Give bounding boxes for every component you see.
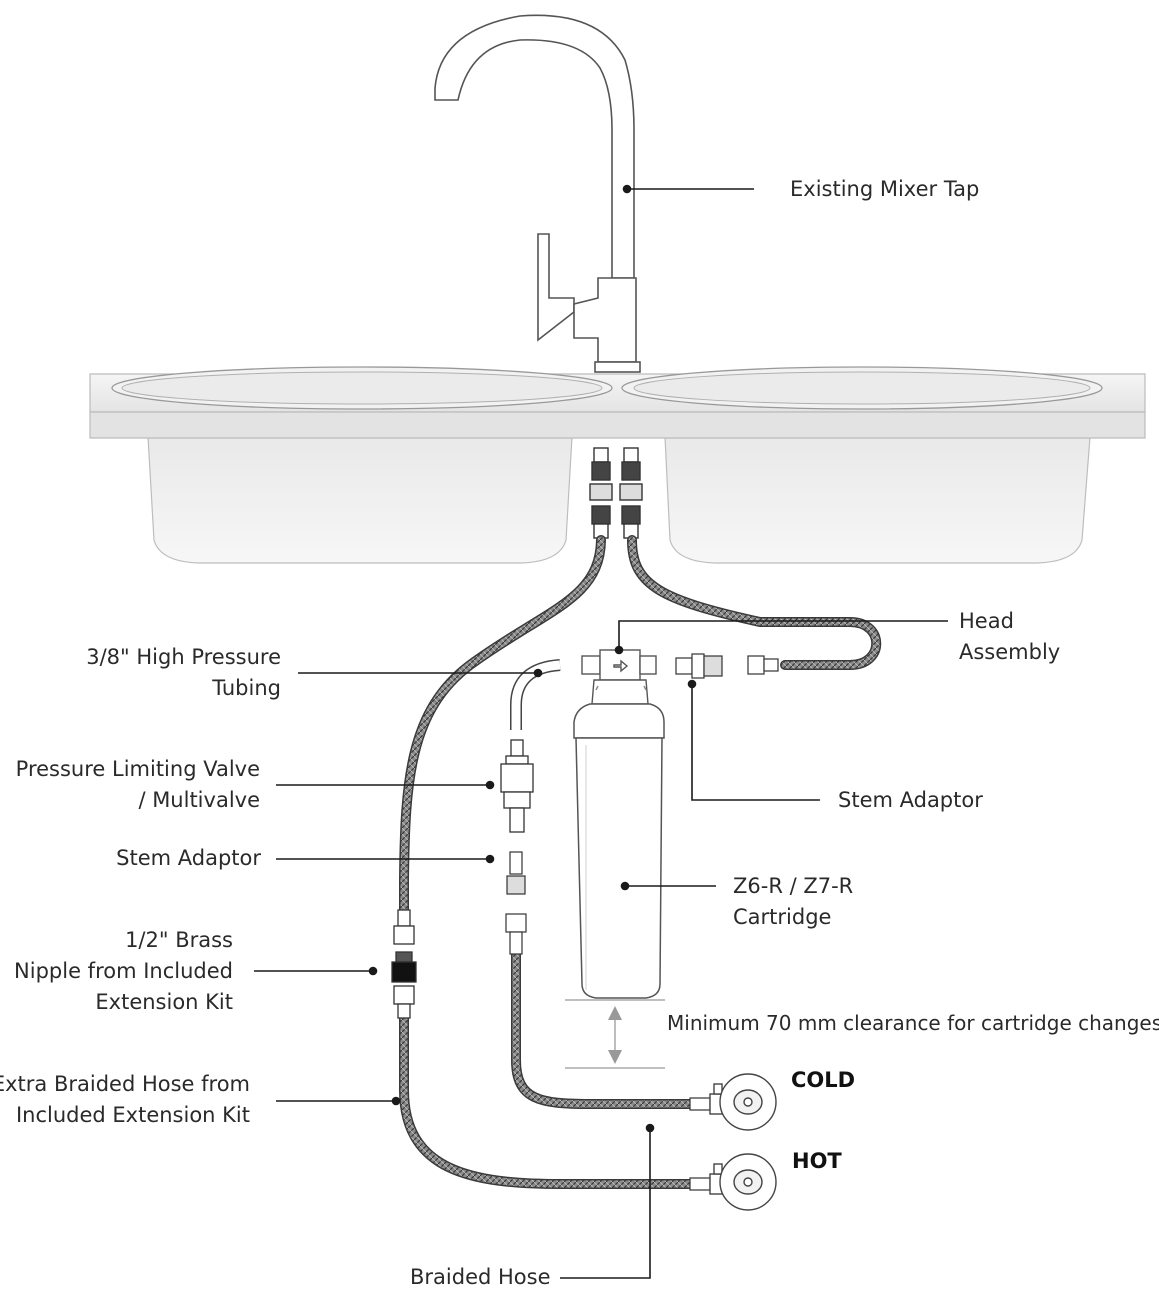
label-brass-nipple: 1/2" Brass Nipple from Included Extensio… — [14, 925, 233, 1018]
label-brass-nipple-line1: 1/2" Brass — [125, 928, 233, 952]
label-clearance: Minimum 70 mm clearance for cartridge ch… — [667, 1011, 1159, 1035]
label-existing-mixer-tap: Existing Mixer Tap — [790, 177, 980, 201]
label-extra-braided-hose-line2: Included Extension Kit — [15, 1103, 250, 1127]
label-head-assembly: Head Assembly — [959, 606, 1060, 668]
label-cartridge-line2: Cartridge — [733, 905, 832, 929]
label-pressure-limiting-valve: Pressure Limiting Valve / Multivalve — [16, 754, 260, 816]
label-pressure-limiting-valve-line2: / Multivalve — [138, 788, 260, 812]
pressure-limiting-valve — [500, 739, 534, 833]
cold-valve — [709, 1073, 777, 1131]
leader-lines — [254, 184, 948, 1279]
label-hot: HOT — [792, 1149, 842, 1173]
stem-adaptor-left-part — [506, 851, 526, 895]
braided-hoses — [399, 535, 882, 1189]
label-stem-adaptor-left: Stem Adaptor — [116, 846, 261, 870]
label-head-assembly-line2: Assembly — [959, 640, 1061, 664]
label-extra-braided-hose: Extra Braided Hose from Included Extensi… — [0, 1069, 250, 1131]
hot-valve — [709, 1153, 777, 1211]
label-brass-nipple-line3: Extension Kit — [95, 990, 233, 1014]
label-brass-nipple-line2: Nipple from Included — [14, 959, 233, 983]
clearance-marker — [565, 999, 665, 1069]
mixer-tap — [434, 14, 641, 373]
label-high-pressure-tubing-line1: 3/8" High Pressure — [86, 645, 281, 669]
head-assembly-part — [581, 649, 657, 705]
label-cartridge-line1: Z6-R / Z7-R — [733, 874, 854, 898]
tap-tails — [589, 447, 643, 539]
sink-bowls — [147, 436, 1091, 564]
label-head-assembly-line1: Head — [959, 609, 1014, 633]
hose-end-fittings — [505, 655, 779, 1191]
cartridge-part — [573, 703, 665, 999]
benchtop — [89, 366, 1146, 439]
label-cartridge: Z6-R / Z7-R Cartridge — [733, 871, 853, 933]
label-stem-adaptor-right: Stem Adaptor — [838, 788, 983, 812]
label-extra-braided-hose-line1: Extra Braided Hose from — [0, 1072, 250, 1096]
label-pressure-limiting-valve-line1: Pressure Limiting Valve — [15, 757, 260, 781]
label-cold: COLD — [791, 1068, 856, 1092]
stem-adaptor-right-part — [675, 653, 723, 679]
label-high-pressure-tubing: 3/8" High Pressure Tubing — [86, 642, 281, 704]
brass-nipple-assembly — [391, 909, 417, 1019]
label-high-pressure-tubing-line2: Tubing — [212, 676, 281, 700]
label-braided-hose: Braided Hose — [410, 1265, 551, 1289]
